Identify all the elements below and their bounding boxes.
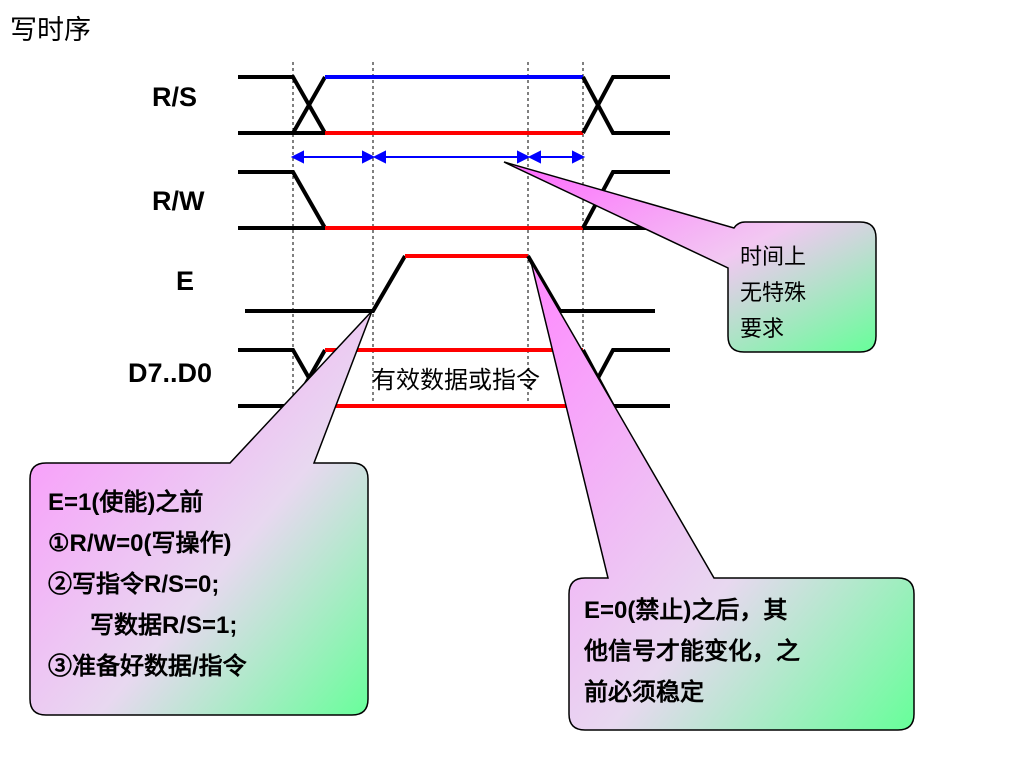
callout-before-shape bbox=[29, 310, 373, 716]
slide-title: 写时序 bbox=[10, 15, 91, 46]
timing-arrows bbox=[290, 150, 586, 164]
rs-waveform bbox=[238, 75, 670, 135]
callout-before-line: ②写指令R/S=0; bbox=[48, 571, 220, 598]
callout-after-line: E=0(禁止)之后，其 bbox=[584, 597, 788, 624]
callout-after-shape bbox=[530, 261, 915, 731]
callout-timing: 时间上 无特殊 要求 bbox=[740, 240, 860, 348]
callout-after-line: 他信号才能变化，之 bbox=[584, 638, 800, 665]
callout-timing-line: 要求 bbox=[740, 317, 785, 342]
callout-timing-line: 时间上 bbox=[740, 245, 807, 270]
callout-after-disable: E=0(禁止)之后，其 他信号才能变化，之 前必须稳定 bbox=[584, 590, 904, 713]
callout-before-line: 写数据R/S=1; bbox=[90, 612, 238, 639]
signal-label-rs: R/S bbox=[152, 82, 198, 112]
callout-timing-line: 无特殊 bbox=[740, 281, 807, 306]
callout-before-line: ①R/W=0(写操作) bbox=[48, 530, 232, 557]
signal-label-rw: R/W bbox=[152, 186, 205, 216]
rw-waveform bbox=[238, 170, 670, 230]
e-waveform bbox=[245, 254, 655, 313]
data-valid-label: 有效数据或指令 bbox=[372, 366, 540, 394]
callout-timing-shape bbox=[503, 161, 877, 353]
callout-before-enable: E=1(使能)之前 ①R/W=0(写操作) ②写指令R/S=0; 写数据R/S=… bbox=[48, 482, 348, 687]
callout-before-line: ③准备好数据/指令 bbox=[48, 653, 247, 680]
signal-label-data: D7..D0 bbox=[128, 358, 213, 388]
callout-before-line: E=1(使能)之前 bbox=[48, 489, 204, 516]
callout-after-line: 前必须稳定 bbox=[584, 679, 704, 706]
signal-label-e: E bbox=[176, 266, 195, 296]
